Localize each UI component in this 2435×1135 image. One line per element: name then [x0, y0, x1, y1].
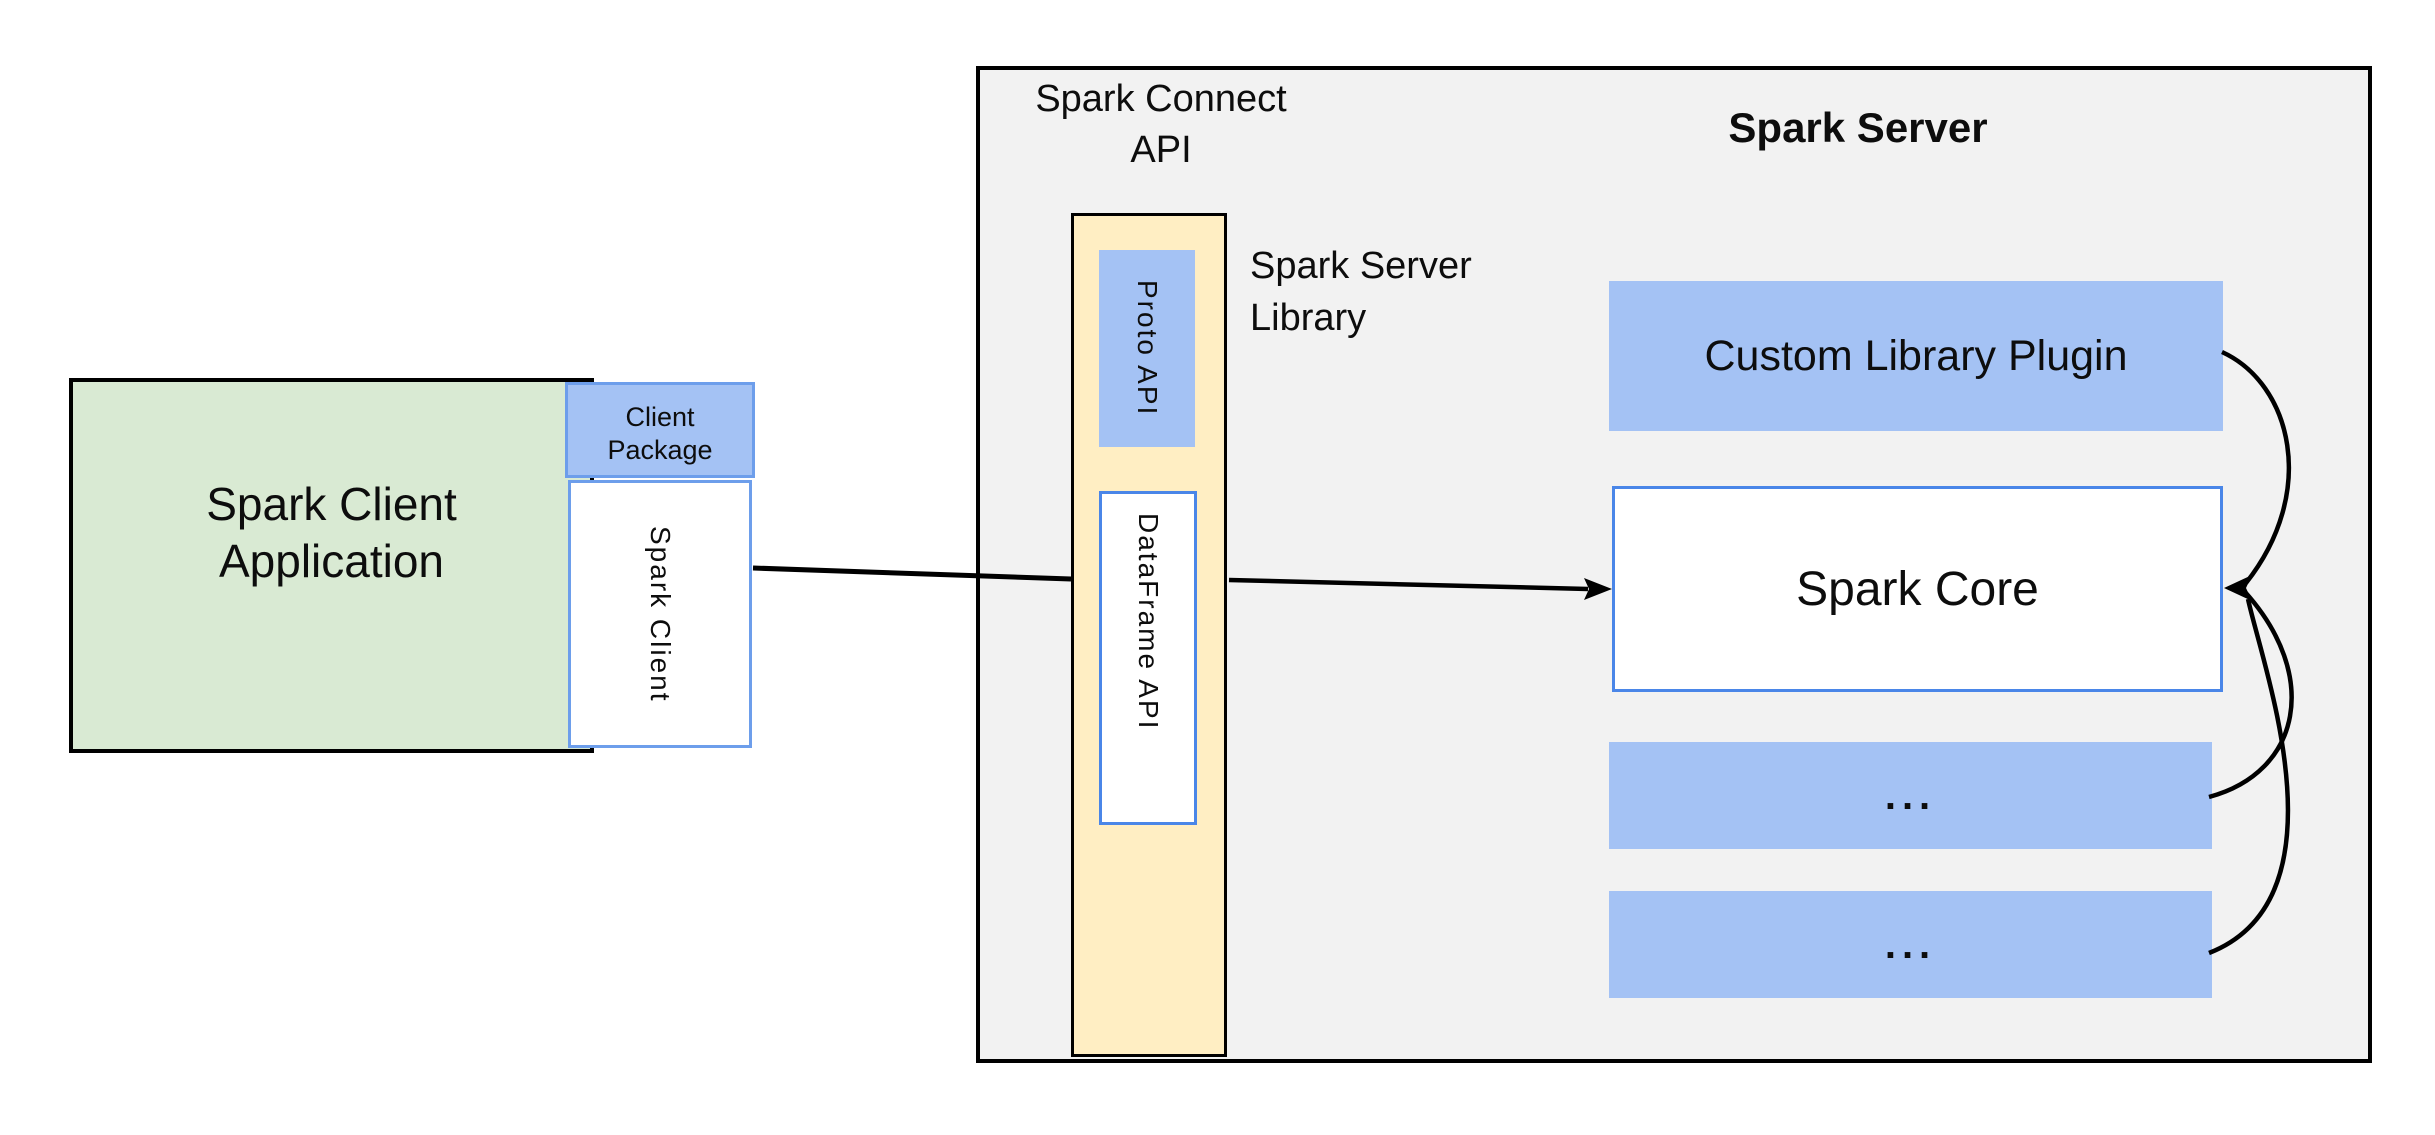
spark-client-application-label-line2: Application [218, 534, 445, 587]
custom-library-plugin-box: Custom Library Plugin [1609, 281, 2223, 431]
spark-client-application-box: Spark Client Application [69, 378, 594, 753]
client-package-label-line2: Package [607, 435, 713, 465]
spark-core-label: Spark Core [1796, 562, 2039, 616]
spark-server-title: Spark Server [1728, 104, 1988, 151]
spark-client-application-label-line1: Spark Client [206, 477, 457, 530]
spark-connect-api-label-line1: Spark Connect [1035, 78, 1287, 120]
spark-server-library-label-line1: Spark Server [1250, 245, 1472, 287]
spark-connect-api-label-line2: API [1130, 129, 1192, 171]
plugin-slot-2-label: ... [1884, 922, 1937, 967]
spark-core-box: Spark Core [1612, 486, 2223, 692]
plugin-slot-2-box: ... [1609, 891, 2212, 998]
client-package-box: Client Package [565, 382, 755, 478]
dataframe-api-label: DataFrame API [1133, 513, 1164, 731]
plugin-slot-1-label: ... [1884, 773, 1937, 818]
dataframe-api-box: DataFrame API [1099, 491, 1197, 825]
spark-server-library-label-line2: Library [1250, 297, 1367, 339]
spark-client-box: Spark Client [568, 480, 752, 748]
spark-client-label: Spark Client [645, 525, 676, 703]
client-package-label-line1: Client [625, 402, 695, 432]
plugin-slot-1-box: ... [1609, 742, 2212, 849]
custom-library-plugin-label: Custom Library Plugin [1704, 331, 2128, 380]
proto-api-label: Proto API [1132, 280, 1163, 417]
spark-server-library-label: Spark Server Library [1250, 240, 1570, 344]
spark-connect-api-label: Spark Connect API [976, 74, 1346, 176]
proto-api-box: Proto API [1099, 250, 1195, 447]
